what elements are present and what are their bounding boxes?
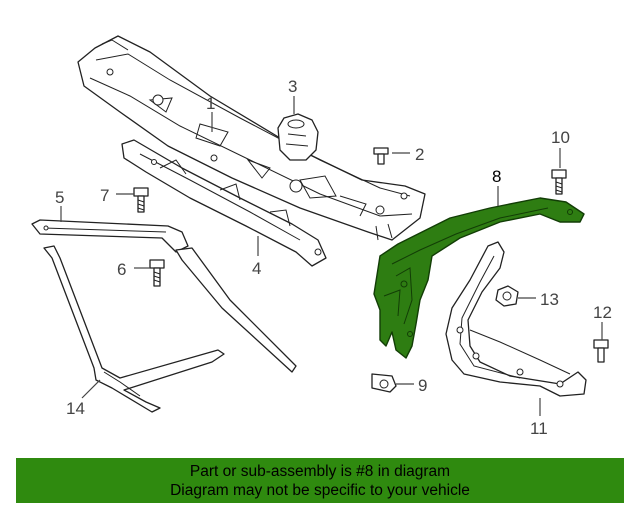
callout-3: 3 — [288, 77, 297, 96]
callout-6: 6 — [117, 260, 126, 279]
callout-14: 14 — [66, 399, 85, 418]
part-3-mount[interactable] — [277, 113, 319, 161]
callout-4: 4 — [252, 259, 261, 278]
callout-13: 13 — [540, 290, 559, 309]
banner-line-1: Part or sub-assembly is #8 in diagram — [189, 462, 451, 480]
part-5-cross-brace[interactable] — [31, 219, 189, 253]
callout-1: 1 — [206, 94, 215, 113]
part-10-bolt[interactable] — [551, 169, 567, 195]
part-11-apron-bracket[interactable] — [445, 241, 587, 397]
callout-2: 2 — [415, 145, 424, 164]
callout-9: 9 — [418, 376, 427, 395]
banner-line-2: Diagram may not be specific to your vehi… — [170, 481, 470, 499]
callout-11: 11 — [530, 419, 548, 438]
part-12-bolt[interactable] — [593, 339, 609, 363]
callout-labels: 1 2 3 4 5 6 7 8 9 10 11 12 13 14 — [55, 77, 612, 438]
part-2-bolt[interactable] — [373, 147, 389, 165]
callout-8: 8 — [492, 167, 501, 186]
part-14-lower-frame[interactable] — [43, 245, 297, 413]
part-13-nut[interactable] — [495, 285, 519, 307]
callout-7: 7 — [100, 186, 109, 205]
part-info-banner: Part or sub-assembly is #8 in diagram Di… — [16, 458, 624, 503]
part-7-bolt[interactable] — [133, 187, 149, 213]
part-1-upper-crossmember[interactable] — [77, 35, 426, 241]
part-4-lower-bracket[interactable] — [121, 139, 327, 267]
part-8-highlighted-support[interactable] — [373, 197, 585, 359]
part-9-bolt[interactable] — [371, 373, 397, 393]
callout-10: 10 — [551, 128, 570, 147]
part-6-bolt[interactable] — [149, 259, 165, 287]
parts-diagram: 1 2 3 4 5 6 7 8 9 10 11 12 13 14 — [31, 35, 612, 438]
leader-lines — [60, 96, 603, 416]
callout-12: 12 — [593, 303, 612, 322]
callout-5: 5 — [55, 188, 64, 207]
